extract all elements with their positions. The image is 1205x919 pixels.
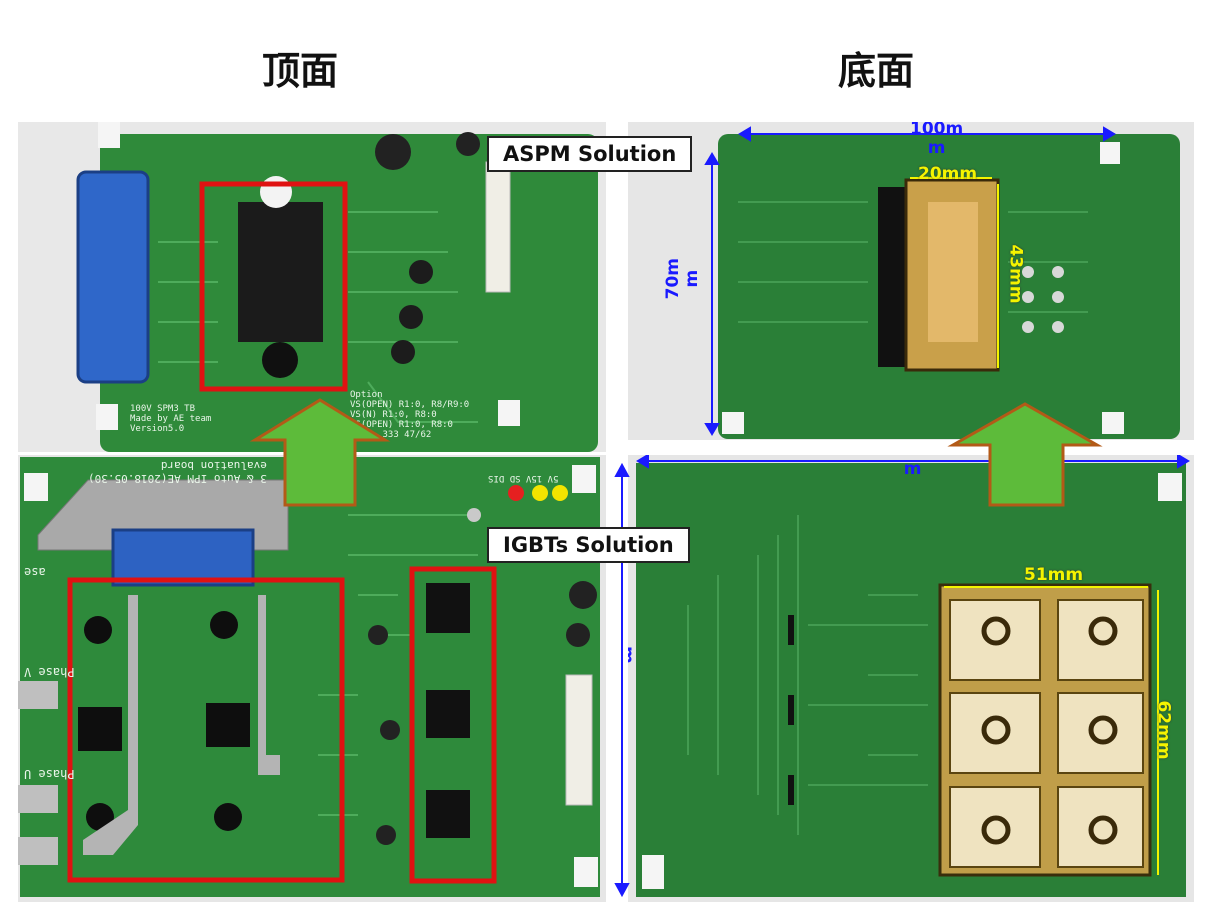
aspm-board-top-illustration	[76, 122, 598, 452]
phase-u-label: Phase U	[24, 767, 75, 781]
igbt-board-height-label: m	[628, 646, 637, 664]
aspm-board-bottom-illustration	[704, 126, 1180, 439]
blue-capacitor	[76, 170, 150, 384]
aspm-module	[238, 202, 323, 342]
igbt-solution-callout: IGBTs Solution	[487, 527, 690, 563]
aspm-highlight-box	[199, 181, 348, 392]
igbt-board-width-label: 140m m	[886, 455, 939, 479]
bottom-face-title: 底面	[838, 49, 915, 93]
aspm-module-height-label: 43mm	[1005, 244, 1026, 304]
igbt-board-info-label: 3 & Auto IPM AE(2018.05.30) evaluation b…	[88, 459, 267, 485]
aspm-option-label: Option VS(OPEN) R1:0, R8/R9:0 VS(N) R1:0…	[350, 390, 470, 440]
igbt-module-width-label: 51mm	[1024, 565, 1084, 585]
igbt-board-bottom-illustration	[636, 455, 1190, 897]
led-labels: 5V 15V SD DIS	[488, 473, 559, 483]
aspm-board-bottom-photo: 100m m 70m m 20mm 43mm	[628, 122, 1194, 440]
igbt-highlight-box	[67, 577, 345, 883]
phase-x-label: ase	[24, 565, 46, 579]
igbt-module-height-label: 62mm	[1153, 700, 1174, 760]
igbt-board-top-photo: 3 & Auto IPM AE(2018.05.30) evaluation b…	[18, 455, 606, 902]
aspm-board-width-label: 100m m	[910, 122, 964, 158]
aspm-module-width-label: 20mm	[918, 164, 978, 184]
igbt-board-top-illustration	[18, 457, 600, 897]
top-face-title: 顶面	[262, 49, 339, 93]
igbt-board-bottom-photo: 140m m m 51mm 62mm	[628, 455, 1194, 902]
aspm-solution-callout: ASPM Solution	[487, 136, 693, 172]
aspm-board-info-label: 100V SPM3 TB Made by AE team Version5.0	[130, 404, 212, 434]
phase-v-label: Phase V	[24, 665, 75, 679]
aspm-board-height-label: 70m m	[663, 258, 702, 300]
driver-ic-highlight-box	[409, 566, 497, 884]
aspm-board-top-photo: 100V SPM3 TB Made by AE team Version5.0 …	[18, 122, 606, 452]
